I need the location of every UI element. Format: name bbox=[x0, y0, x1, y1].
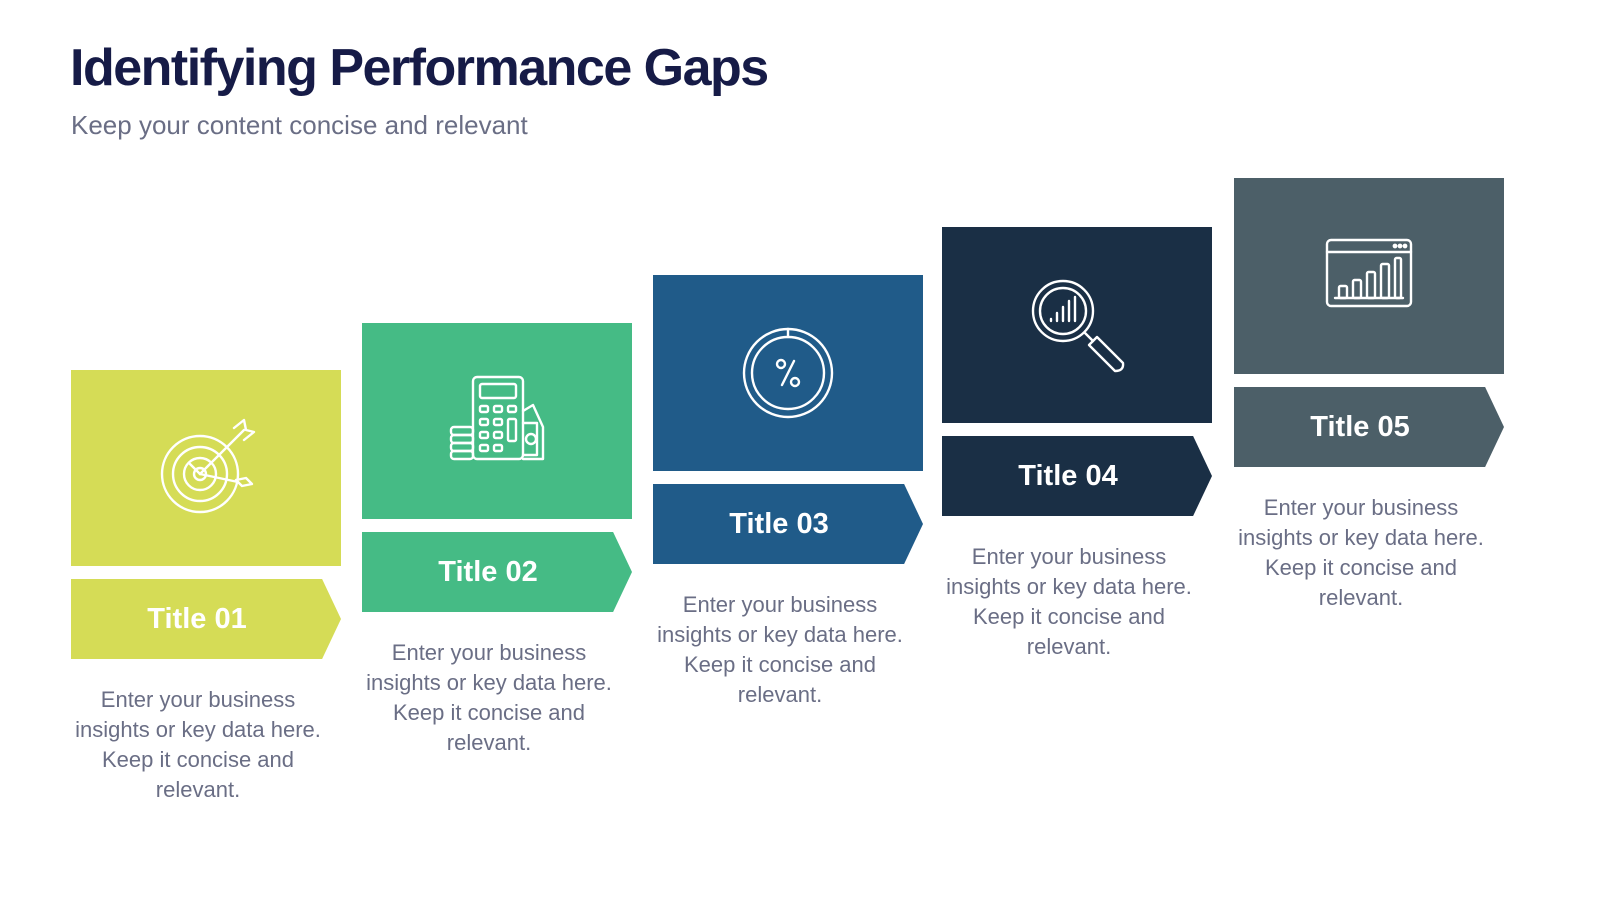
magnifier-chart-icon bbox=[1031, 279, 1125, 373]
step-05-icon-box bbox=[1234, 178, 1504, 374]
step-01-title-arrow: Title 01 bbox=[71, 579, 341, 659]
step-02-title-arrow: Title 02 bbox=[362, 532, 632, 612]
step-04-description: Enter your business insights or key data… bbox=[946, 544, 1192, 659]
step-02-icon-box bbox=[362, 323, 632, 519]
step-02-description: Enter your business insights or key data… bbox=[366, 640, 612, 755]
step-05-description: Enter your business insights or key data… bbox=[1238, 495, 1484, 610]
page-title: Identifying Performance Gaps bbox=[70, 39, 769, 97]
page-subtitle: Keep your content concise and relevant bbox=[71, 110, 528, 140]
step-04: Title 04 Enter your business insights or… bbox=[942, 227, 1212, 662]
step-04-icon-box bbox=[942, 227, 1212, 423]
step-01-description: Enter your business insights or key data… bbox=[75, 687, 321, 802]
step-02-title: Title 02 bbox=[438, 555, 538, 588]
percent-circle-icon bbox=[742, 327, 834, 419]
step-04-title-arrow: Title 04 bbox=[942, 436, 1212, 516]
step-03-icon-box bbox=[653, 275, 923, 471]
target-icon bbox=[160, 418, 256, 514]
step-01-title: Title 01 bbox=[147, 602, 247, 635]
step-05-title: Title 05 bbox=[1310, 410, 1410, 443]
step-05: Title 05 Enter your business insights or… bbox=[1234, 178, 1504, 613]
step-02: Title 02 Enter your business insights or… bbox=[362, 323, 632, 758]
step-03-title-arrow: Title 03 bbox=[653, 484, 923, 564]
calculator-money-icon bbox=[449, 375, 545, 461]
step-04-title: Title 04 bbox=[1018, 459, 1118, 492]
step-05-title-arrow: Title 05 bbox=[1234, 387, 1504, 467]
step-01: Title 01 Enter your business insights or… bbox=[71, 370, 341, 805]
step-03: Title 03 Enter your business insights or… bbox=[653, 275, 923, 710]
step-01-icon-box bbox=[71, 370, 341, 566]
step-03-description: Enter your business insights or key data… bbox=[657, 592, 903, 707]
dashboard-chart-icon bbox=[1325, 238, 1413, 308]
step-03-title: Title 03 bbox=[729, 507, 829, 540]
